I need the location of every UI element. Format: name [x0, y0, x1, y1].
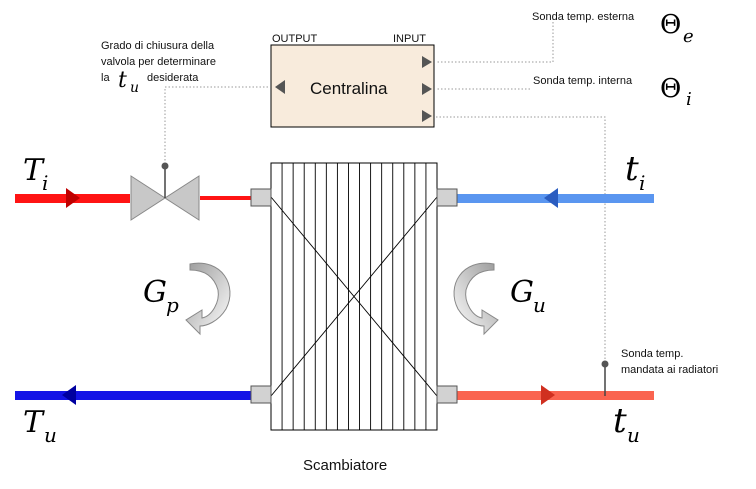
exchanger-label: Scambiatore [303, 457, 387, 474]
secondary-flow-arrow-icon [453, 262, 499, 336]
secondary-flow-sub: u [533, 293, 546, 317]
primary-out-label: T [23, 405, 45, 440]
internal-sensor-symbol: Θ [660, 74, 681, 104]
external-sensor-line [436, 15, 554, 63]
control-valve [130, 162, 200, 221]
output-port-icon [275, 80, 285, 94]
input-port-internal-icon [422, 83, 432, 95]
controller-box: OUTPUT INPUT Centralina [270, 33, 435, 128]
signal-lines [164, 15, 606, 360]
primary-out-sub: u [44, 423, 57, 447]
valve-control-line [164, 86, 268, 162]
secondary-in-sub: i [639, 171, 645, 195]
valve-note-line1: Grado di chiusura della [101, 40, 215, 52]
controller-rect [270, 44, 435, 128]
valve-note-prefix: la [101, 72, 110, 84]
supply-sensor-label-1: Sonda temp. [621, 348, 683, 360]
primary-hot-pipe [15, 188, 252, 208]
secondary-out-label: t [613, 401, 627, 441]
internal-sensor-sub: i [686, 89, 692, 110]
valve-note-var-sub: u [130, 80, 139, 96]
primary-flow-sub: p [166, 293, 179, 317]
primary-cold-pipe [15, 385, 252, 405]
primary-in-label: T [23, 153, 45, 188]
secondary-in-label: t [625, 149, 639, 189]
primary-flow-arrow-icon [185, 262, 231, 336]
supply-sensor-line [436, 116, 606, 360]
valve-note-suffix: desiderata [147, 72, 199, 84]
secondary-hot-pipe [454, 385, 654, 405]
external-sensor-sub: e [683, 26, 694, 47]
heat-exchanger [250, 162, 458, 431]
supply-sensor-probe [601, 360, 609, 396]
secondary-cold-pipe [454, 188, 654, 208]
controller-title: Centralina [310, 79, 388, 98]
valve-note-line2: valvola per determinare [101, 56, 216, 68]
external-sensor-label: Sonda temp. esterna [532, 11, 635, 23]
input-port-supply-icon [422, 110, 432, 122]
primary-in-sub: i [42, 171, 48, 195]
secondary-out-sub: u [627, 423, 640, 447]
valve-actuator-icon [161, 162, 169, 170]
external-sensor-symbol: Θ [660, 10, 681, 40]
input-label: INPUT [393, 33, 426, 45]
supply-sensor-label-2: mandata ai radiatori [621, 364, 718, 376]
secondary-flow-label: G [510, 275, 534, 310]
input-port-external-icon [422, 56, 432, 68]
valve-note-var: t [118, 68, 127, 93]
primary-flow-label: G [143, 275, 167, 310]
internal-sensor-label: Sonda temp. interna [533, 75, 633, 87]
output-label: OUTPUT [272, 33, 318, 45]
